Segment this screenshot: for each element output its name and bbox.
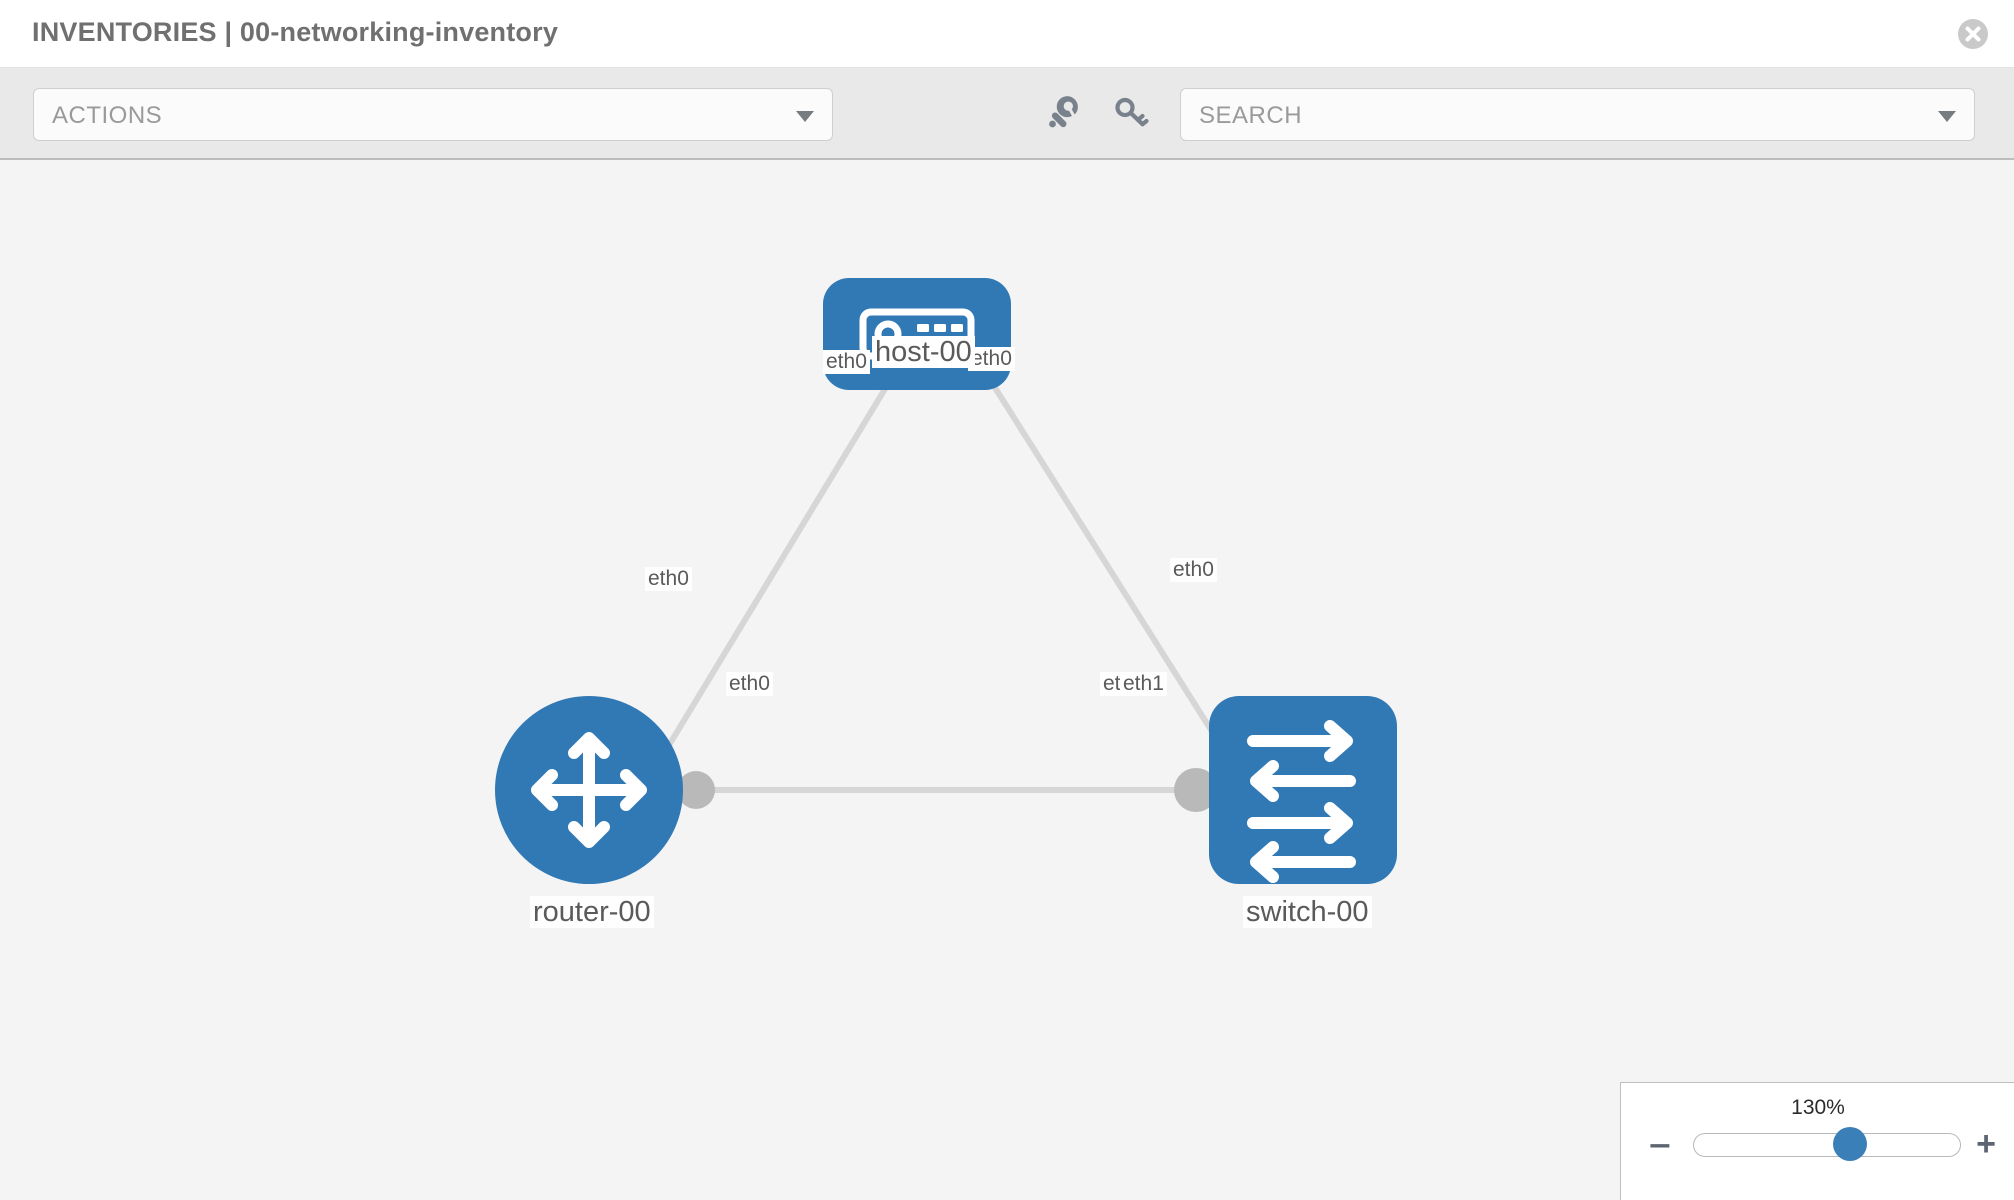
actions-dropdown-label: ACTIONS xyxy=(52,102,163,129)
toolbar: ACTIONS SEARC xyxy=(0,68,2014,160)
node-label-host: host-00 xyxy=(872,336,975,369)
zoom-control-panel: 130% ‒ + xyxy=(1620,1082,2014,1200)
topology-connectors xyxy=(677,337,1254,812)
page-title: INVENTORIES | 00-networking-inventory xyxy=(32,17,559,47)
iface-label: eth0 xyxy=(968,347,1015,372)
switch-arrows-icon xyxy=(1247,720,1356,883)
node-router-00[interactable] xyxy=(495,696,683,884)
iface-label: eth0 xyxy=(645,567,692,592)
iface-label: eth0 xyxy=(823,350,870,375)
connector-switch-left xyxy=(1174,768,1218,812)
link-host-switch xyxy=(972,353,1233,763)
chevron-down-icon[interactable] xyxy=(1938,111,1956,122)
iface-label: eth0 xyxy=(1170,558,1217,583)
actions-dropdown[interactable]: ACTIONS xyxy=(33,88,833,141)
close-icon[interactable] xyxy=(1956,17,1990,51)
topology-graph xyxy=(495,278,1397,884)
chevron-down-icon xyxy=(796,111,814,122)
iface-label: eth0 xyxy=(726,672,773,697)
search-input[interactable]: SEARCH xyxy=(1180,88,1975,141)
zoom-out-button[interactable]: ‒ xyxy=(1650,1125,1670,1163)
search-placeholder: SEARCH xyxy=(1199,102,1303,129)
node-label-switch: switch-00 xyxy=(1243,896,1372,929)
key-icon[interactable] xyxy=(1108,90,1154,136)
zoom-in-button[interactable]: + xyxy=(1976,1125,1996,1163)
wrench-icon[interactable] xyxy=(1040,90,1086,136)
zoom-slider-thumb[interactable] xyxy=(1833,1127,1868,1161)
zoom-slider-track[interactable] xyxy=(1693,1133,1961,1157)
iface-label: eth1 xyxy=(1120,672,1167,697)
node-label-router: router-00 xyxy=(530,896,654,929)
topology-canvas[interactable]: eth0 eth0 eth0 eth0 eth0 eth0 eth1 host-… xyxy=(0,160,2014,1200)
topology-links xyxy=(657,353,1233,793)
page-header: INVENTORIES | 00-networking-inventory xyxy=(0,0,2014,68)
connector-router-right xyxy=(677,771,715,809)
zoom-percentage: 130% xyxy=(1791,1096,1845,1119)
router-arrows-icon xyxy=(531,732,647,848)
node-switch-00[interactable] xyxy=(1209,696,1397,884)
link-host-router xyxy=(657,353,908,763)
